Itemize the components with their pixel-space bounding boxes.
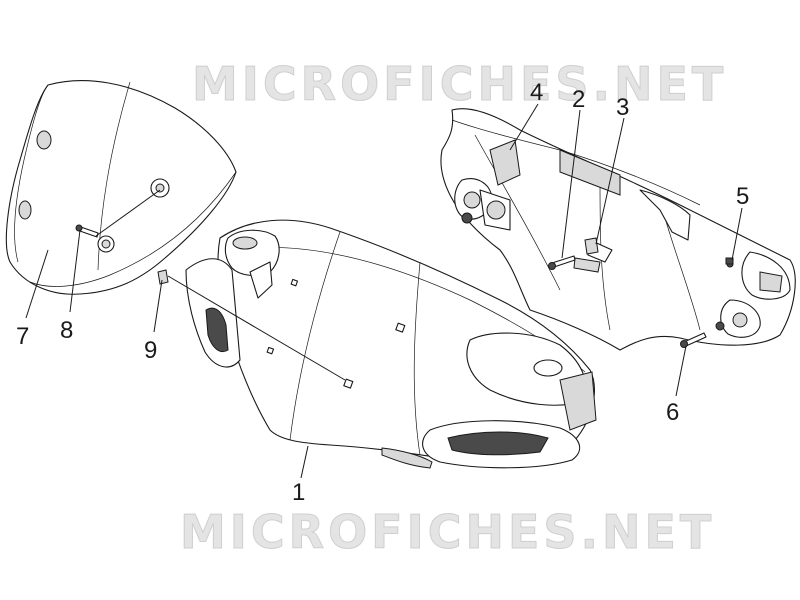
callout-2: 2 — [572, 86, 585, 113]
part-7-front-cover — [5, 80, 237, 295]
part-3-clip — [584, 237, 599, 255]
part-9-clip-nut — [157, 269, 169, 285]
callout-1: 1 — [292, 479, 305, 506]
part-5-clip-nut — [725, 257, 734, 265]
part-6-screw — [680, 332, 707, 348]
callout-9: 9 — [144, 337, 157, 364]
callout-7: 7 — [16, 323, 29, 350]
part-2-screw — [548, 255, 576, 270]
watermark-bottom: MICROFICHES.NET — [180, 505, 715, 559]
callout-8: 8 — [60, 317, 73, 344]
callout-6: 6 — [666, 399, 679, 426]
callout-4: 4 — [530, 79, 543, 106]
callout-3: 3 — [616, 94, 629, 121]
watermark-top: MICROFICHES.NET — [192, 57, 727, 111]
part-4-handlebar-rear-cover — [440, 108, 796, 351]
part-8-screw — [75, 224, 99, 238]
part-1-handlebar-front-cover — [185, 219, 597, 469]
leader-lines — [25, 103, 743, 479]
callout-5: 5 — [736, 183, 749, 210]
